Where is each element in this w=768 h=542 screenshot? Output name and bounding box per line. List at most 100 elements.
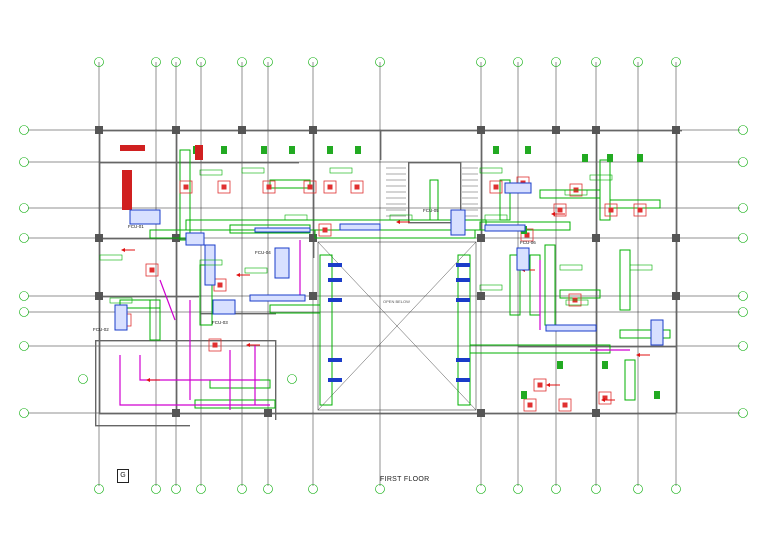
supply-duct [619,329,671,339]
diffuser-core [221,184,227,190]
fan-coil-bar [328,358,342,362]
note-box [629,264,653,271]
ahu-tag: FCU-06 [520,240,536,245]
airflow-arrow-head [396,220,400,224]
grid-bubble-bottom [308,484,318,494]
wall [176,130,178,413]
equipment-unit [254,227,311,233]
wall [99,162,299,164]
grid-bubble-right [738,157,748,167]
fan-coil-bar [328,298,342,302]
grid-bubble-top [308,57,318,67]
grid-bubble-bottom [237,484,247,494]
wall [518,346,676,348]
ahu-tag: FCU-05 [423,208,439,213]
equipment-unit [185,232,205,246]
diffuser-core [524,232,530,238]
note-box [484,214,508,221]
column [238,126,246,134]
note-box [479,284,503,291]
grid-bubble-top [196,57,206,67]
supply-duct [194,399,276,409]
return-grille [602,361,608,369]
return-grille [637,154,643,162]
column [592,126,600,134]
grid-bubble-bottom [94,484,104,494]
diffuser [217,180,231,194]
supply-duct [509,254,521,316]
wall [99,130,682,132]
column [672,292,680,300]
airflow-arrow-head [246,343,250,347]
fan-coil-bar [456,278,470,282]
grid-bubble-bottom [263,484,273,494]
note-box [329,167,353,174]
equipment-unit [212,299,236,315]
diffuser [489,180,503,194]
open-below-diagonal [317,241,477,411]
supply-duct [544,244,556,326]
grid-bubble-top [375,57,385,67]
diffuser [558,398,572,412]
grid-bubble-top [551,57,561,67]
diffuser [523,398,537,412]
equipment-unit [545,324,597,332]
return-grille [525,146,531,154]
heater-unit [122,170,132,210]
fan-coil-bar [456,263,470,267]
note-box [109,297,133,304]
column [95,292,103,300]
diffuser [262,180,276,194]
grid-bubble-top [94,57,104,67]
grid-bubble-bottom [633,484,643,494]
walls [95,126,682,427]
airflow-arrow-head [121,248,125,252]
grid-bubble-top [633,57,643,67]
grid-bubble-top [263,57,273,67]
column [172,409,180,417]
equipment-unit [129,209,161,225]
grid-bubble-right [738,341,748,351]
note-box [244,267,268,274]
supply-duct [119,299,161,309]
diffuser-core [527,402,533,408]
airflow-arrow-head [236,273,240,277]
supply-duct [149,299,161,341]
note-box [564,189,588,196]
equipment-unit [339,223,381,231]
heater-unit [195,145,203,160]
diffuser-core [212,342,218,348]
column [309,126,317,134]
supply-duct [529,254,541,316]
diffuser [303,180,317,194]
grid-bubble-top [171,57,181,67]
return-ducts [119,240,630,410]
grid-bubble-bottom [551,484,561,494]
ahu-tag: FCU-03 [212,320,228,325]
diffuser-core [354,184,360,190]
supply-duct [619,249,631,311]
open-below-outline [317,241,477,411]
grid-bubble-top [513,57,523,67]
drawing-title: FIRST FLOOR [380,476,430,483]
wall [99,296,199,298]
ahu-tag: FCU-02 [93,327,109,332]
diffuser-core [562,402,568,408]
wall [200,313,276,315]
grid-bubble-bottom [513,484,523,494]
grid-bubble-bottom [476,484,486,494]
note-box [199,259,223,266]
diffuser [145,263,159,277]
grid-bubble-left [19,203,29,213]
diffuser [553,203,567,217]
grid-bubble-bottom [171,484,181,494]
grid-bubble-right [738,203,748,213]
grid-bubble-right [738,307,748,317]
return-grille [261,146,267,154]
airflow-arrow-head [636,353,640,357]
note-box [284,214,308,221]
grid-bubble-bottom [375,484,385,494]
wall [95,340,275,342]
heater-unit [120,145,145,151]
